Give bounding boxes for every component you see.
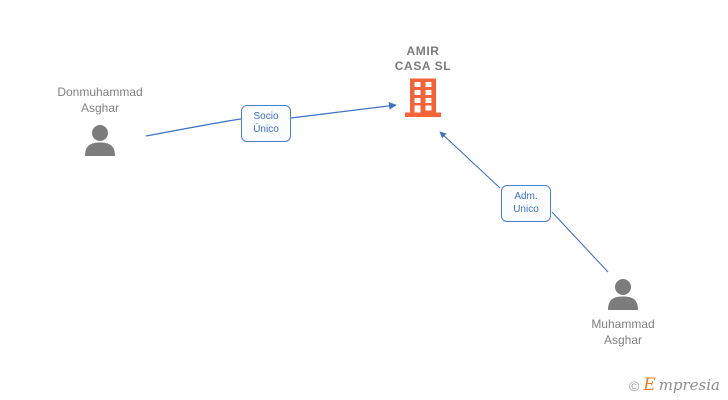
person-label: Donmuhammad Asghar (57, 85, 143, 115)
company-title: AMIR CASA SL (394, 44, 452, 73)
copyright-icon: © (628, 377, 640, 394)
person-label: Muhammad Asghar (591, 317, 655, 347)
relation-label-adm-unico[interactable]: Adm. Unico (501, 185, 551, 222)
person-icon (606, 278, 640, 310)
brand-name: mpresia (658, 376, 720, 394)
company-node-amir-casa-sl[interactable]: AMIR CASA SL (355, 44, 491, 118)
person-icon (83, 124, 117, 156)
brand-initial: E (643, 375, 656, 395)
empresia-watermark: © E mpresia (629, 377, 720, 394)
relation-label-socio-unico[interactable]: Socio Único (241, 105, 291, 142)
edge-adm-unico-lower (551, 211, 609, 273)
edge-socio-unico-right (290, 101, 397, 119)
building-icon (404, 78, 442, 118)
person-node-donmuhammad-asghar[interactable]: Donmuhammad Asghar (25, 84, 175, 156)
person-node-muhammad-asghar[interactable]: Muhammad Asghar (548, 278, 698, 348)
edge-adm-unico-upper (439, 131, 501, 189)
